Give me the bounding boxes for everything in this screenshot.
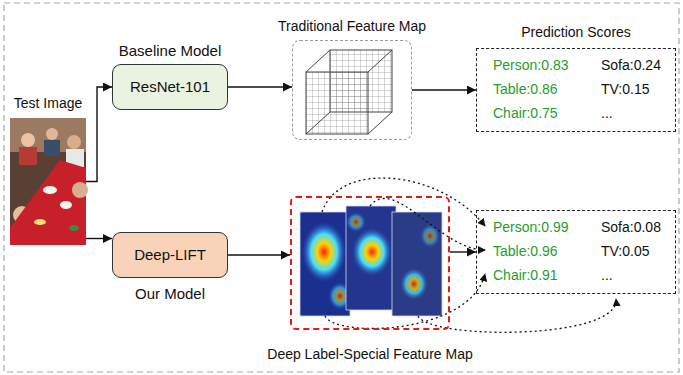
heatmap-blob	[352, 228, 392, 276]
arrow-connector	[228, 86, 292, 87]
cube-edge	[306, 50, 392, 134]
model-name: Deep-LIFT	[134, 246, 206, 264]
feature-map-cube	[306, 50, 392, 134]
score: TV:0.15	[601, 81, 650, 98]
score-box: Person:0.99 Sofa:0.08Table:0.96 TV:0.05Cha…	[476, 210, 676, 294]
heatmap-ground	[346, 206, 396, 310]
photo-plate	[69, 225, 79, 231]
photo-tablecloth	[10, 160, 86, 245]
model-name: ResNet-101	[130, 78, 210, 96]
score: Table:0.86	[493, 81, 558, 98]
section-caption: Deep Label-Special Feature Map	[267, 346, 472, 363]
arrow-connector	[228, 254, 290, 255]
section-heading: Prediction Scores	[521, 24, 631, 41]
model-box: Baseline ModelResNet-101	[112, 64, 228, 110]
heatmap-blob	[302, 222, 346, 282]
label-feature-map-box: Deep Label-Special Feature Map	[290, 196, 450, 330]
heatmap	[300, 212, 352, 316]
dotted-arrow	[370, 198, 485, 250]
outer-frame	[4, 3, 679, 372]
photo-shirt	[44, 140, 60, 156]
image-label: Test Image	[14, 95, 82, 112]
heatmap-edge	[300, 212, 350, 316]
test-image: Test Image	[10, 118, 86, 245]
photo-ground	[10, 118, 86, 245]
photo-plate	[60, 201, 72, 209]
photo-head	[67, 135, 81, 149]
dotted-arrow	[322, 178, 485, 226]
score: Table:0.96	[493, 243, 558, 260]
grid-face	[306, 72, 368, 134]
feature-map-box: Traditional Feature Map	[292, 40, 412, 140]
score: Sofa:0.24	[601, 57, 661, 74]
photo-plate	[34, 219, 46, 225]
heatmap-blob	[346, 212, 366, 232]
test-photo	[10, 118, 88, 245]
heatmap-blob	[420, 224, 440, 248]
arrow-connector	[412, 89, 476, 90]
heatmap-edge	[346, 206, 396, 310]
photo-head	[72, 182, 88, 198]
score: Chair:0.75	[493, 105, 558, 122]
model-box: Deep-LIFTOur Model	[112, 232, 228, 278]
section-heading: Traditional Feature Map	[278, 18, 426, 35]
photo-head	[46, 128, 58, 140]
heatmap-blob	[400, 268, 428, 300]
dotted-arrow	[325, 274, 485, 329]
score: Person:0.83	[493, 57, 569, 74]
score: ...	[601, 105, 613, 122]
arrow-connector	[450, 251, 476, 252]
photo-head	[21, 133, 35, 147]
score: Sofa:0.08	[601, 219, 661, 236]
dotted-arrows	[322, 178, 616, 332]
photo-shirt	[19, 147, 37, 165]
model-caption: Our Model	[135, 285, 205, 303]
model-caption: Baseline Model	[119, 42, 222, 60]
arrow-connector	[86, 87, 112, 182]
dotted-arrow	[418, 299, 616, 332]
score: ...	[601, 267, 613, 284]
heatmap	[346, 206, 396, 310]
score: TV:0.05	[601, 243, 650, 260]
photo-plate	[43, 186, 57, 194]
score-box: Prediction ScoresPerson:0.83Sofa:0.24Tab…	[476, 48, 676, 132]
score: Person:0.99	[493, 219, 569, 236]
arrow-connector	[86, 238, 112, 239]
score: Chair:0.91	[493, 267, 558, 284]
